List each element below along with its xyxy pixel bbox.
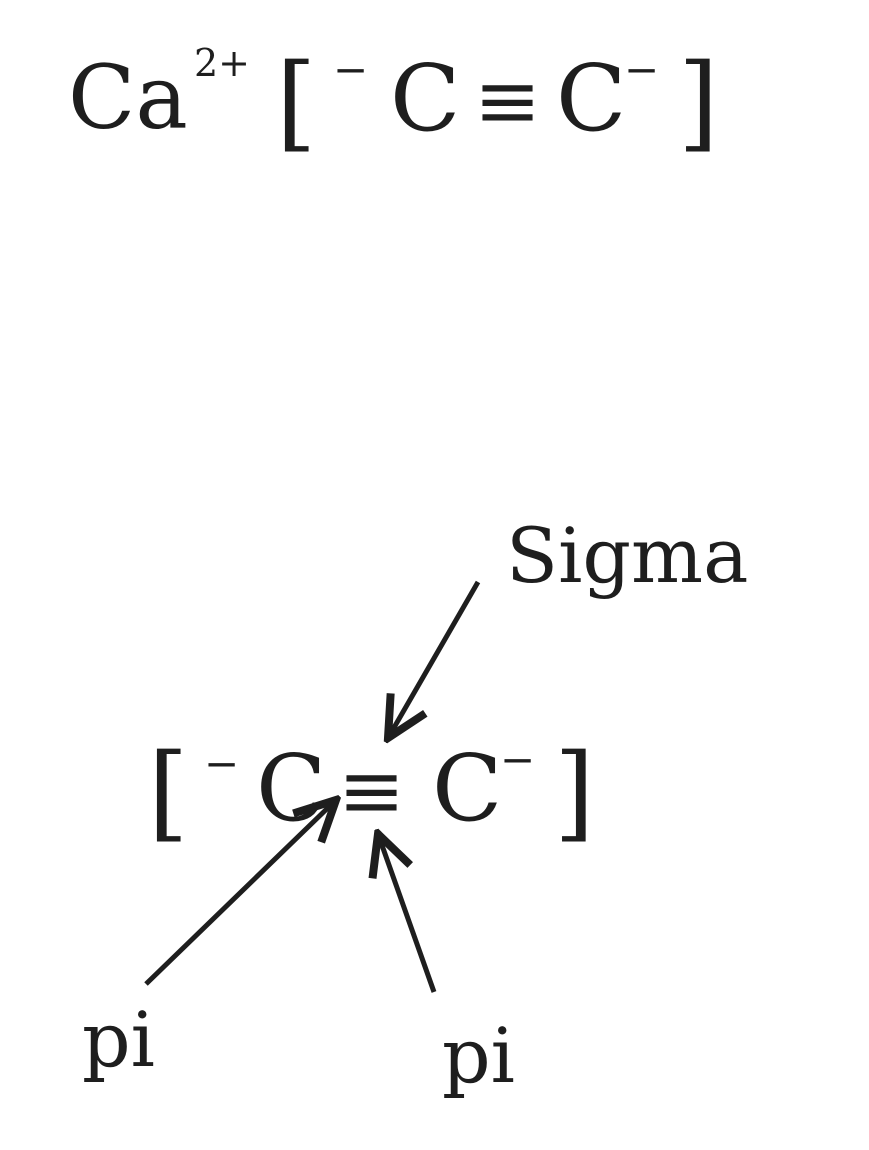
ion-open-bracket: [ <box>148 731 189 853</box>
pi-arrow-left <box>144 800 336 986</box>
formula-carbon-left: C <box>390 45 460 152</box>
formula-carbon-right-charge: − <box>624 45 659 94</box>
sigma-arrow <box>388 580 481 738</box>
ion-close-bracket: ] <box>554 731 595 853</box>
formula-triple-bond: ≡ <box>474 54 541 147</box>
pi-arrow-right <box>378 834 437 993</box>
pi-label-left: pi <box>82 995 155 1084</box>
formula-carbon-left-charge: − <box>333 45 368 94</box>
pi-label-right: pi <box>442 1011 515 1100</box>
formula-carbon-right: C <box>556 45 626 152</box>
formula-close-bracket: ] <box>678 41 719 163</box>
ion-carbon-right: C <box>432 735 502 842</box>
ion-carbon-left: C <box>256 735 326 842</box>
calcium-charge: 2+ <box>194 41 250 85</box>
acetylide-bond-diagram: [ − C ≡ C − ] Sigma pi pi <box>82 511 748 1100</box>
ion-carbon-right-charge: − <box>500 735 535 784</box>
ion-triple-bond: ≡ <box>338 744 405 837</box>
calcium-carbide-formula: Ca 2+ [ − C ≡ C − ] <box>68 41 719 163</box>
calcium-cation: Ca <box>68 46 188 149</box>
formula-open-bracket: [ <box>276 41 317 163</box>
bond-arrows <box>144 580 481 993</box>
ion-carbon-left-charge: − <box>204 739 239 788</box>
sigma-label: Sigma <box>506 511 748 600</box>
